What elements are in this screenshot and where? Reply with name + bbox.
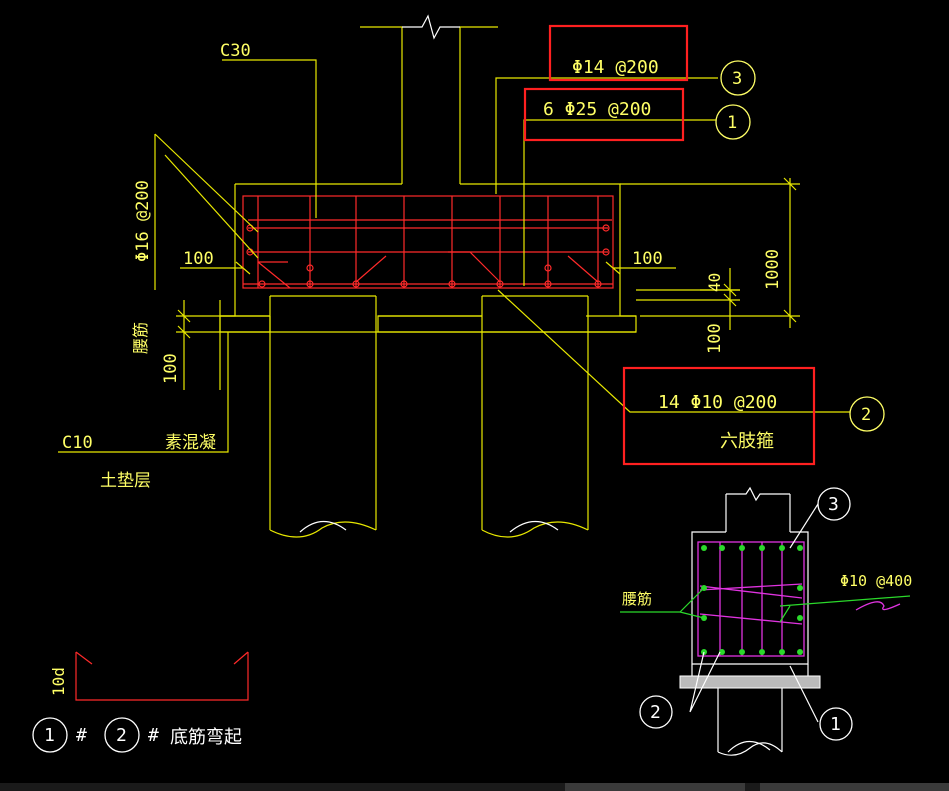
side-bar-label: Φ16 @200 [133,180,153,262]
svg-text:2: 2 [116,725,127,746]
dim-1000: 1000 [763,249,783,290]
pile-right [481,295,589,538]
cushion-label: 土垫层 [100,471,151,491]
dim-100-left: 100 [183,249,214,269]
dim-100-low: 100 [161,353,181,384]
status-bar [0,783,949,791]
rebar-cage [242,195,614,289]
leader-stirrup [497,289,850,413]
highlight-box-bottom-bar [523,87,685,142]
bend-note: 10d 1 # 2 # 底筋弯起 [32,651,249,753]
callout-bubble-1[interactable]: 1 [715,104,751,140]
pile-right-break-icon [509,520,559,533]
tie-hook-icon [855,601,901,611]
cross-section: 腰筋 Φ10 @400 3 2 1 [620,486,912,756]
highlight-box-stirrup [622,366,816,466]
highlight-box-top-bar [548,24,689,82]
stirrup-spec-label: 14 Φ10 @200 [658,392,777,413]
svg-text:2: 2 [650,702,661,723]
plain-concrete-label: 素混凝 [165,433,216,453]
status-segment [760,783,949,791]
callout-bubble-2[interactable]: 2 [849,396,885,432]
cushion-layer [220,315,636,333]
leader-side-bar [154,133,259,290]
bend-bar-shape [75,652,249,701]
cap-top-bar-label: Φ14 @200 [572,57,659,78]
svg-text:3: 3 [828,494,839,515]
c10-label: C10 [62,433,93,453]
note-bubble-1: 1 [32,717,68,753]
section-tie-leader [779,595,911,623]
bend-note-label: 底筋弯起 [170,727,242,748]
svg-text:3: 3 [732,69,742,89]
section-column [691,486,809,665]
note-mark-1: # [76,725,87,746]
leader-bar3 [495,77,718,194]
section-stirrup-outer [697,541,805,657]
section-cushion [679,675,821,689]
stirrup-type-label: 六肢箍 [720,431,774,452]
concrete-grade-label: C30 [220,41,251,61]
section-waist-label: 腰筋 [622,590,652,608]
pile-cap-outline [219,183,637,333]
pile-left [269,295,377,538]
note-bubble-2: 2 [104,717,140,753]
svg-text:1: 1 [727,113,737,133]
svg-text:2: 2 [861,405,871,425]
section-bubble-2[interactable]: 2 [639,695,673,729]
dim-100-right: 100 [632,249,663,269]
column-break-icon [402,14,460,40]
cap-bottom-bar-label: 6 Φ25 @200 [543,99,651,120]
column-outline [360,26,498,184]
bend-10d-label: 10d [49,667,68,696]
note-mark-2: # [148,725,159,746]
dim-100-mid: 100 [705,323,725,354]
section-rebar-dots [701,545,803,655]
svg-text:1: 1 [830,714,841,735]
waist-bar-vertical-label: 腰筋 [131,322,150,354]
section-bubble-1[interactable]: 1 [819,707,853,741]
callout-bubble-3[interactable]: 3 [720,60,756,96]
dim-40: 40 [705,273,724,292]
pile-cap-elevation: C30 Φ14 @200 6 Φ25 @200 Φ16 @200 100 100… [58,14,885,538]
leader-c10 [58,332,229,453]
section-waist-leader [620,587,705,619]
section-tie-label: Φ10 @400 [840,572,912,590]
status-segment [565,783,745,791]
svg-text:1: 1 [44,725,55,746]
leader-c30 [222,59,317,218]
section-pile [717,688,783,756]
section-bubble-3[interactable]: 3 [817,487,851,521]
dimension-lines [176,177,800,390]
pile-left-break-icon [299,520,347,533]
